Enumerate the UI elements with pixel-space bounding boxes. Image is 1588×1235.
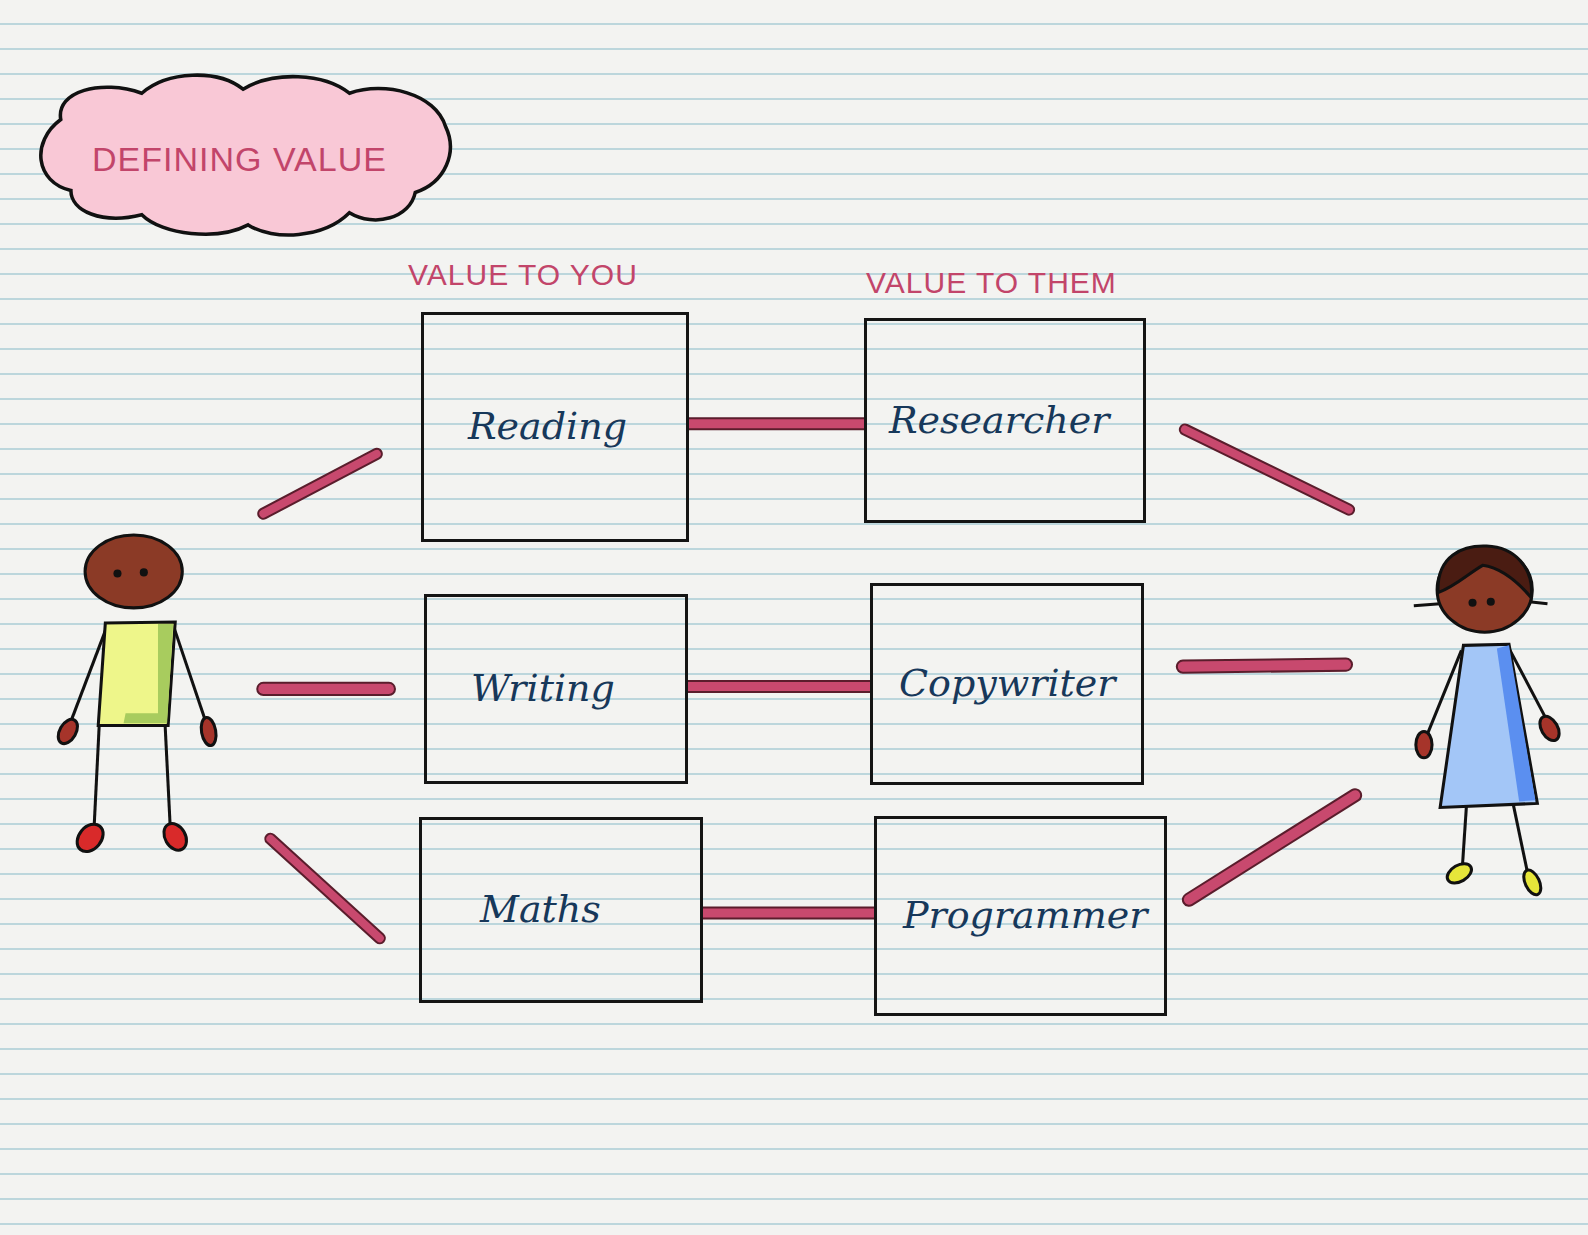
connector-bar xyxy=(689,423,864,424)
connector-outline xyxy=(703,907,874,920)
connector-fill xyxy=(703,909,874,918)
value-box: Researcher xyxy=(864,318,1146,523)
value-box: Maths xyxy=(419,817,703,1003)
bar xyxy=(263,430,1355,939)
title-cloud xyxy=(41,75,450,235)
box-label: Reading xyxy=(468,404,627,450)
connector-bar xyxy=(688,686,870,687)
column-heading: VALUE TO YOU xyxy=(408,258,638,292)
value-box: Writing xyxy=(424,594,688,784)
value-box: Reading xyxy=(421,312,689,542)
connector-bar xyxy=(703,913,874,914)
column-heading: VALUE TO THEM xyxy=(866,266,1117,300)
connector-fill xyxy=(688,682,870,691)
value-box: Programmer xyxy=(874,816,1167,1016)
box-label: Programmer xyxy=(903,893,1147,939)
girl-figure xyxy=(1414,546,1563,897)
box-label: Maths xyxy=(480,887,601,933)
value-box: Copywriter xyxy=(870,583,1144,785)
connector-outline xyxy=(689,417,864,430)
boy-figure xyxy=(54,535,218,857)
connector-fill xyxy=(689,419,864,428)
connector-outline xyxy=(688,680,870,693)
box-label: Writing xyxy=(471,666,615,712)
box-label: Researcher xyxy=(889,398,1109,444)
box-label: Copywriter xyxy=(899,661,1116,707)
diagram-title: DEFINING VALUE xyxy=(92,140,387,179)
